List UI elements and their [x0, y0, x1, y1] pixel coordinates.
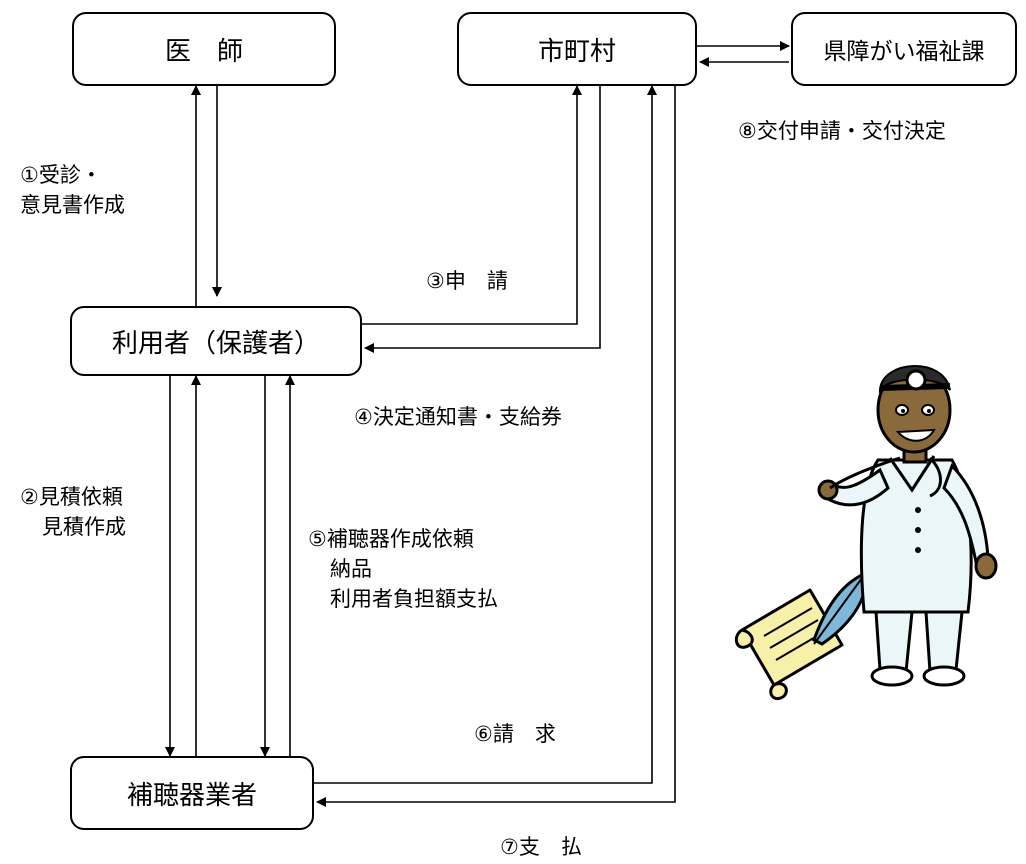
- node-vendor-label: 補聴器業者: [126, 780, 257, 811]
- arrow-application: [362, 85, 582, 325]
- node-municipality-label: 市町村: [537, 36, 616, 67]
- node-prefecture: 県障がい福祉課: [791, 12, 1017, 86]
- node-doctor-label: 医 師: [164, 36, 243, 67]
- step-1-line-2: 意見書作成: [20, 193, 125, 217]
- legs: [874, 610, 964, 674]
- node-doctor: 医 師: [72, 12, 336, 86]
- node-user-label: 利用者（保護者）: [111, 328, 320, 359]
- step-5-line-1: ⑤補聴器作成依頼: [308, 527, 474, 551]
- step-5-line-2: 納品: [330, 557, 372, 581]
- step-2-line-2: 見積作成: [42, 515, 126, 539]
- step-4-label: ④決定通知書・支給券: [354, 402, 562, 432]
- step-8-label: ⑧交付申請・交付決定: [738, 116, 946, 146]
- step-7-label: ⑦支 払: [500, 832, 582, 862]
- arrow-payment: [316, 86, 676, 807]
- doctor-clipart-illustration: [734, 365, 998, 701]
- node-prefecture-label: 県障がい福祉課: [823, 39, 985, 65]
- step-8-line-1: ⑧交付申請・交付決定: [738, 119, 946, 143]
- node-user: 利用者（保護者）: [70, 306, 362, 376]
- step-7-line-1: ⑦支 払: [500, 835, 582, 859]
- stethoscope-icon: [829, 456, 901, 490]
- arrow-claim: [314, 85, 657, 784]
- scroll-icon: [734, 588, 844, 701]
- step-6-line-1: ⑥請 求: [474, 722, 556, 746]
- step-3-line-1: ③申 請: [426, 269, 508, 293]
- step-6-label: ⑥請 求: [474, 719, 556, 749]
- head-mirror-icon: [905, 369, 927, 391]
- step-4-line-1: ④決定通知書・支給券: [354, 405, 562, 429]
- step-5-line-3: 利用者負担額支払: [330, 587, 498, 611]
- node-municipality: 市町村: [457, 12, 697, 86]
- step-2-line-1: ②見積依頼: [20, 485, 123, 509]
- node-vendor: 補聴器業者: [70, 756, 314, 830]
- arrow-decision-notice: [364, 86, 601, 353]
- step-1-line-1: ①受診・: [20, 163, 102, 187]
- step-2-label: ②見積依頼 見積作成: [20, 482, 126, 542]
- step-3-label: ③申 請: [426, 266, 508, 296]
- step-5-label: ⑤補聴器作成依頼 納品 利用者負担額支払: [308, 524, 498, 614]
- step-1-label: ①受診・ 意見書作成: [20, 160, 125, 220]
